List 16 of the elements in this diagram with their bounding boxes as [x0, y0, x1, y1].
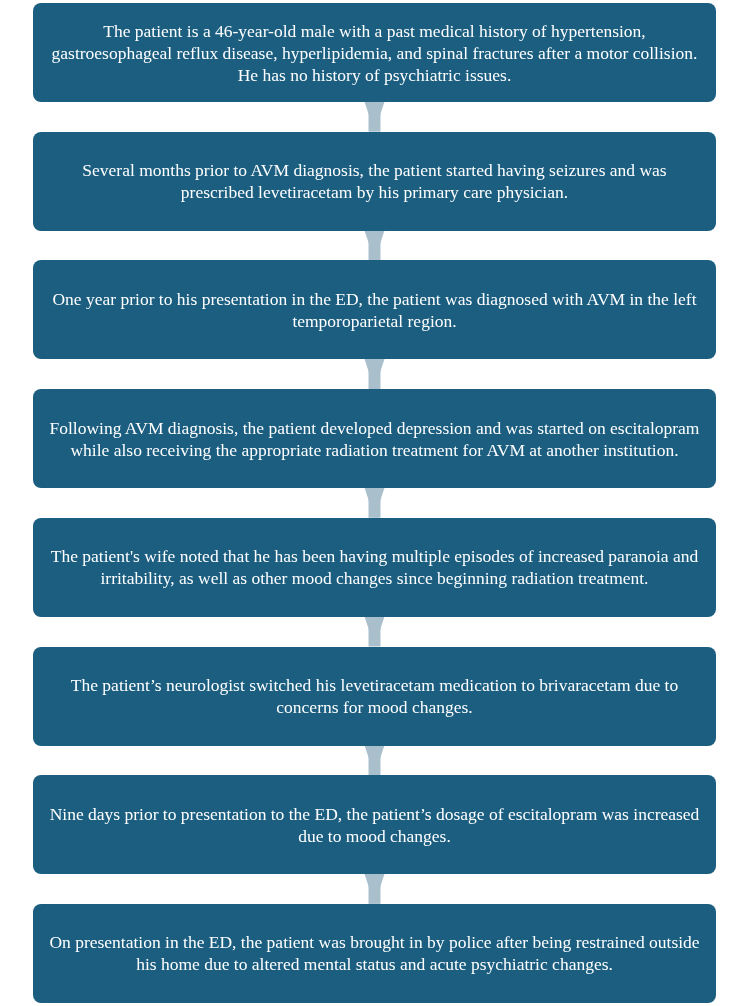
- step-text: Following AVM diagnosis, the patient developed depression and was started on escitalopram while also receiving the appropriate radiation treatment for AVM at another institution.: [48, 416, 701, 461]
- step-text: Several months prior to AVM diagnosis, the patient started having seizures and was prescribed levetiracetam by his primary care physician.: [81, 159, 668, 204]
- step-text: The patient is a 46-year-old male with a past medical history of hypertension, gastroesophageal reflux disease, hyperlipidemia, and spinal fractures after a motor collision. He has no history of psychiatric issues.: [50, 19, 699, 86]
- process-box: [33, 903, 716, 1003]
- process-box: [33, 646, 716, 746]
- process-box: [33, 260, 716, 360]
- process-box: [33, 3, 716, 102]
- step-text: One year prior to his presentation in the ED, the patient was diagnosed with AVM in the left temporoparietal region.: [51, 287, 698, 332]
- step-text: The patient's wife noted that he has been having multiple episodes of increased paranoia and irritability, as well as other mood changes since beginning radiation treatment.: [49, 545, 700, 590]
- step-text: The patient’s neurologist switched his levetiracetam medication to brivaracetam due to concerns for mood changes.: [69, 674, 680, 718]
- step-text: Nine days prior to presentation to the ED, the patient’s dosage of escitalopram was increased due to mood changes.: [48, 802, 701, 847]
- step-text: On presentation in the ED, the patient was brought in by police after being restrained outside his home due to altered mental status and acute psychiatric changes.: [48, 931, 701, 976]
- process-box: [33, 517, 716, 617]
- process-box: [33, 389, 716, 489]
- process-box: [33, 775, 716, 875]
- process-box: [33, 131, 716, 231]
